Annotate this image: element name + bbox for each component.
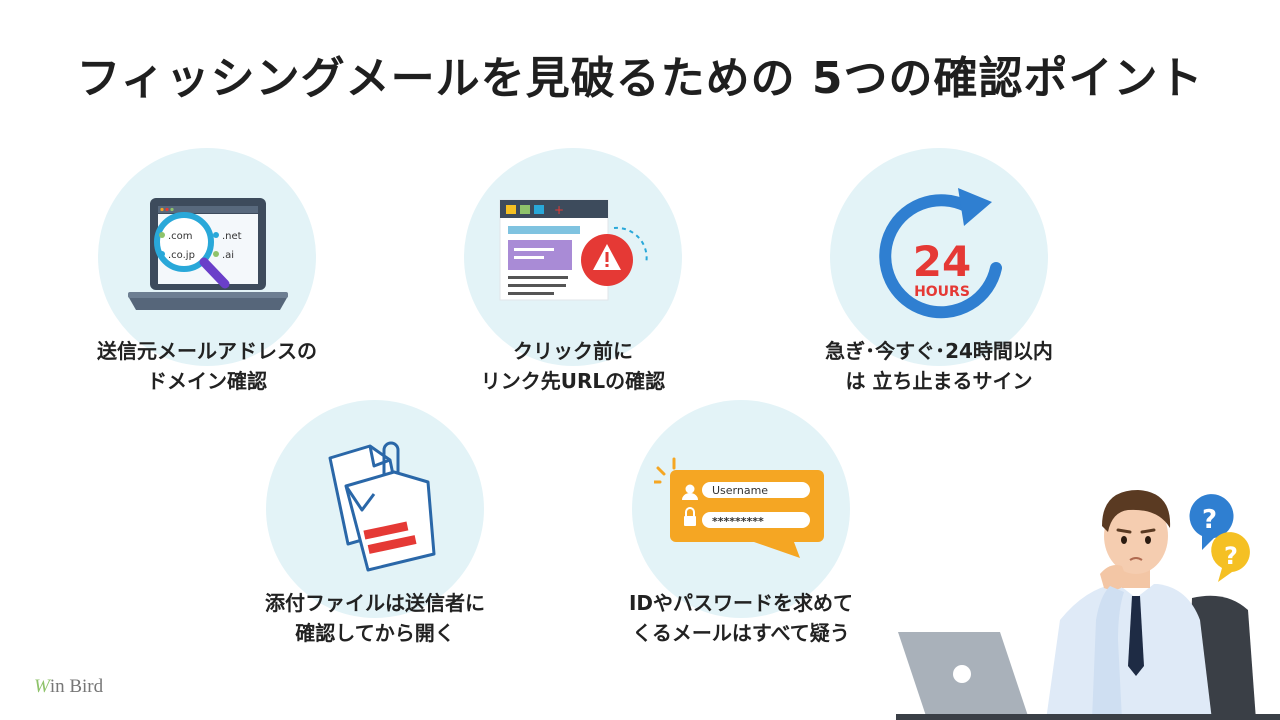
password-field-mask: ********* xyxy=(712,515,764,528)
hours-number: 24 xyxy=(913,237,971,286)
point-3-circle xyxy=(830,148,1048,366)
domain-ai-label: .ai xyxy=(222,250,234,261)
login-credentials-icon: Username ********* xyxy=(654,457,824,558)
point-5-caption: IDやパスワードを求めて くるメールはすべて疑う xyxy=(581,588,901,648)
domain-com-label: .com xyxy=(168,231,193,242)
username-field-label: Username xyxy=(712,484,768,497)
hours-label: HOURS xyxy=(914,284,970,300)
point-3-caption: 急ぎ･今すぐ･24時間以内 は 立ち止まるサイン xyxy=(779,336,1099,396)
point-3-line-1: 急ぎ･今すぐ･24時間以内 xyxy=(825,339,1053,363)
domain-cojp-label: .co.jp xyxy=(168,250,195,261)
thinking-person-illustration: ? ? xyxy=(896,490,1280,720)
winbird-logo: Win Bird xyxy=(34,676,103,698)
point-4-line-2: 確認してから開く xyxy=(295,621,455,645)
browser-warning-icon: + xyxy=(499,199,648,301)
logo-text: in Bird xyxy=(49,676,104,697)
logo-w: W xyxy=(34,676,50,697)
point-1-line-2: ドメイン確認 xyxy=(147,369,267,393)
point-1-line-1: 送信元メールアドレスの xyxy=(97,339,317,363)
point-2-caption: クリック前に リンク先URLの確認 xyxy=(413,336,733,396)
svg-text:?: ? xyxy=(1224,542,1238,570)
point-1-caption: 送信元メールアドレスの ドメイン確認 xyxy=(47,336,367,396)
24-hours-icon: 24 HOURS xyxy=(879,188,1002,319)
point-2-line-2: リンク先URLの確認 xyxy=(480,369,666,393)
point-5-line-2: くるメールはすべて疑う xyxy=(632,621,850,645)
svg-text:+: + xyxy=(554,203,564,217)
domain-net-label: .net xyxy=(222,231,242,242)
svg-text:?: ? xyxy=(1202,505,1217,535)
point-3-line-2: は 立ち止まるサイン xyxy=(845,369,1033,393)
point-4-line-1: 添付ファイルは送信者に xyxy=(265,591,485,615)
laptop-magnifier-icon: .com .net .co.jp .ai xyxy=(128,198,288,310)
attachment-file-icon xyxy=(328,441,436,572)
point-2-line-1: クリック前に xyxy=(513,339,633,363)
point-5-line-1: IDやパスワードを求めて xyxy=(628,591,854,615)
point-4-caption: 添付ファイルは送信者に 確認してから開く xyxy=(215,588,535,648)
page-title: フィッシングメールを見破るための 5つの確認ポイント xyxy=(76,53,1204,104)
